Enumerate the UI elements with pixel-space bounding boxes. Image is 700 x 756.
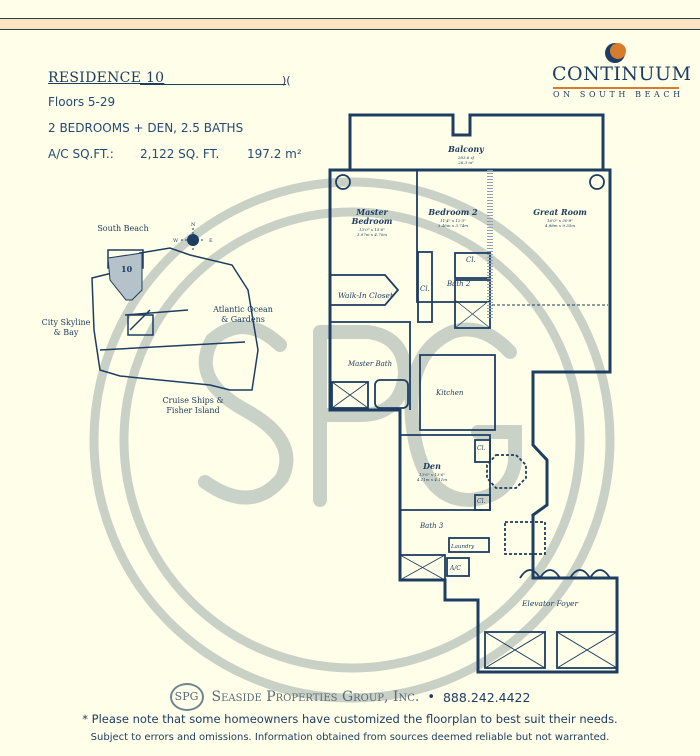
svg-text:Den: Den bbox=[422, 461, 441, 471]
floors-text: Floors 5-29 bbox=[48, 95, 116, 109]
svg-text:283.6 sf: 283.6 sf bbox=[457, 155, 476, 160]
compass-icon: N W E bbox=[173, 222, 213, 252]
watermark-letters bbox=[198, 320, 522, 508]
residence-title: RESIDENCE 10 bbox=[48, 70, 165, 86]
unit-outline bbox=[328, 168, 619, 674]
disclaimer: Subject to errors and omissions. Informa… bbox=[90, 732, 610, 743]
svg-text:A/C: A/C bbox=[449, 565, 461, 572]
svg-text:16'0" x 30'8": 16'0" x 30'8" bbox=[547, 218, 573, 223]
customization-note: * Please note that some homeowners have … bbox=[82, 712, 618, 726]
svg-text:Bath 3: Bath 3 bbox=[419, 522, 444, 530]
svg-text:Bedroom: Bedroom bbox=[351, 216, 393, 226]
svg-text:11'4" x 12'3": 11'4" x 12'3" bbox=[440, 218, 466, 223]
unit-highlight bbox=[107, 252, 143, 301]
svg-text:4.88m x 9.35m: 4.88m x 9.35m bbox=[544, 223, 575, 228]
svg-text:Great Room: Great Room bbox=[533, 207, 587, 217]
svg-text:Master Bath: Master Bath bbox=[347, 360, 392, 368]
svg-text:W: W bbox=[173, 238, 179, 244]
label-east: Atlantic Ocean & Gardens bbox=[213, 305, 273, 324]
label-north: South Beach bbox=[97, 224, 149, 233]
svg-text:Laundry: Laundry bbox=[450, 544, 475, 550]
brand-name: CONTINUUM bbox=[552, 63, 692, 85]
locator-map: 10 N W E bbox=[91, 222, 259, 391]
svg-text:Kitchen: Kitchen bbox=[435, 389, 464, 397]
svg-text:4.11m x 4.11m: 4.11m x 4.11m bbox=[416, 477, 447, 482]
sqft-value: 2,122 SQ. FT. bbox=[140, 147, 220, 161]
company-name: Seaside Properties Group, Inc. bbox=[211, 689, 420, 705]
rooms-text: 2 BEDROOMS + DEN, 2.5 BATHS bbox=[48, 121, 244, 135]
phone-number: 888.242.4422 bbox=[442, 689, 531, 705]
footer-bullet: • bbox=[427, 689, 435, 705]
sqm-value: 197.2 m² bbox=[247, 147, 302, 161]
unit-number: 10 bbox=[121, 264, 133, 274]
svg-text:Cl.: Cl. bbox=[477, 445, 486, 452]
label-west: City Skyline & Bay bbox=[41, 318, 91, 337]
svg-text:Elevator Foyer: Elevator Foyer bbox=[521, 599, 579, 608]
brand-rule bbox=[553, 87, 679, 89]
title-rule bbox=[140, 84, 286, 85]
brand-subtitle: ON SOUTH BEACH bbox=[553, 90, 684, 99]
svg-text:Bedroom 2: Bedroom 2 bbox=[427, 207, 478, 217]
svg-text:26.3 m²: 26.3 m² bbox=[457, 160, 474, 165]
continuum-logo-icon bbox=[605, 43, 626, 63]
balcony-outline bbox=[348, 113, 605, 170]
svg-text:3.97m x 4.70m: 3.97m x 4.70m bbox=[357, 232, 387, 237]
svg-text:13'6" x 13'6": 13'6" x 13'6" bbox=[419, 472, 445, 477]
svg-text:N: N bbox=[191, 222, 196, 228]
svg-text:Cl.: Cl. bbox=[477, 498, 486, 505]
svg-text:Cl.: Cl. bbox=[466, 256, 476, 264]
label-south: Cruise Ships & Fisher Island bbox=[162, 396, 224, 415]
svg-text:E: E bbox=[209, 238, 213, 244]
svg-text:Bath 2: Bath 2 bbox=[446, 280, 471, 288]
header-band bbox=[0, 18, 700, 30]
svg-text:Walk-In Closet: Walk-In Closet bbox=[338, 291, 394, 300]
ac-label: A/C SQ.FT.: bbox=[48, 147, 114, 161]
svg-text:Balcony: Balcony bbox=[447, 144, 485, 154]
svg-text:Cl.: Cl. bbox=[420, 285, 430, 293]
room-labels: Balcony 283.6 sf 26.3 m² Master Bedroom … bbox=[338, 144, 587, 608]
title-mark: )( bbox=[282, 74, 291, 87]
footer-contact: SPG Seaside Properties Group, Inc. • 888… bbox=[0, 683, 700, 711]
svg-text:3.46m x 3.74m: 3.46m x 3.74m bbox=[438, 223, 468, 228]
svg-text:13'0" x 15'6": 13'0" x 15'6" bbox=[359, 227, 385, 232]
svg-text:Master: Master bbox=[355, 207, 388, 217]
spg-logo: SPG bbox=[169, 683, 204, 711]
